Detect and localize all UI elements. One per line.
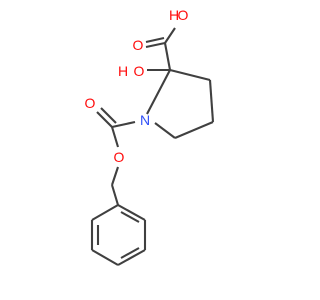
bond-ph-c1-c2 xyxy=(117,204,146,221)
carboxyl-double-o-label: O xyxy=(133,37,144,53)
carboxyl-h-label: H xyxy=(169,7,179,23)
bond-n-carbonyl xyxy=(111,120,136,129)
molecule-structure: H O O H O N O O xyxy=(84,7,215,266)
bond-carbonyl-double-o-2 xyxy=(100,107,117,124)
bond-n-c2 xyxy=(146,69,171,115)
bond-c3-c4 xyxy=(208,79,215,123)
bond-ph-c3-c4 xyxy=(117,249,146,266)
bond-cooh-double-o-2 xyxy=(145,36,165,44)
bond-ph-c4-c5 xyxy=(91,249,119,266)
bond-cooh-oh xyxy=(164,27,176,44)
bond-c2-cooh xyxy=(163,42,172,71)
carbamate-double-o-label: O xyxy=(85,95,96,111)
bond-ph-inner-1 xyxy=(120,211,140,223)
atom-labels: H O O H O N O O xyxy=(85,7,189,165)
ring-n-label: N xyxy=(140,112,150,128)
ester-o-label: O xyxy=(114,149,125,165)
hydroxyl-o-label: O xyxy=(134,63,145,79)
bond-ph-inner-2 xyxy=(120,247,140,259)
bond-ch2-phenyl xyxy=(110,184,120,206)
bond-ester-o-ch2 xyxy=(111,166,119,186)
bonds xyxy=(90,27,215,266)
bond-cooh-double-o-1 xyxy=(145,41,166,49)
bond-c2-c3 xyxy=(169,68,211,82)
bond-carbonyl-ester-o xyxy=(110,126,120,148)
carboxyl-oh-o-label: O xyxy=(178,7,189,23)
bond-c5-n xyxy=(154,122,176,139)
bond-carbonyl-double-o-1 xyxy=(96,111,113,128)
bond-c4-c5 xyxy=(174,121,214,139)
hydroxyl-h-label: H xyxy=(118,63,128,79)
bond-ph-c6-c1 xyxy=(91,204,119,221)
